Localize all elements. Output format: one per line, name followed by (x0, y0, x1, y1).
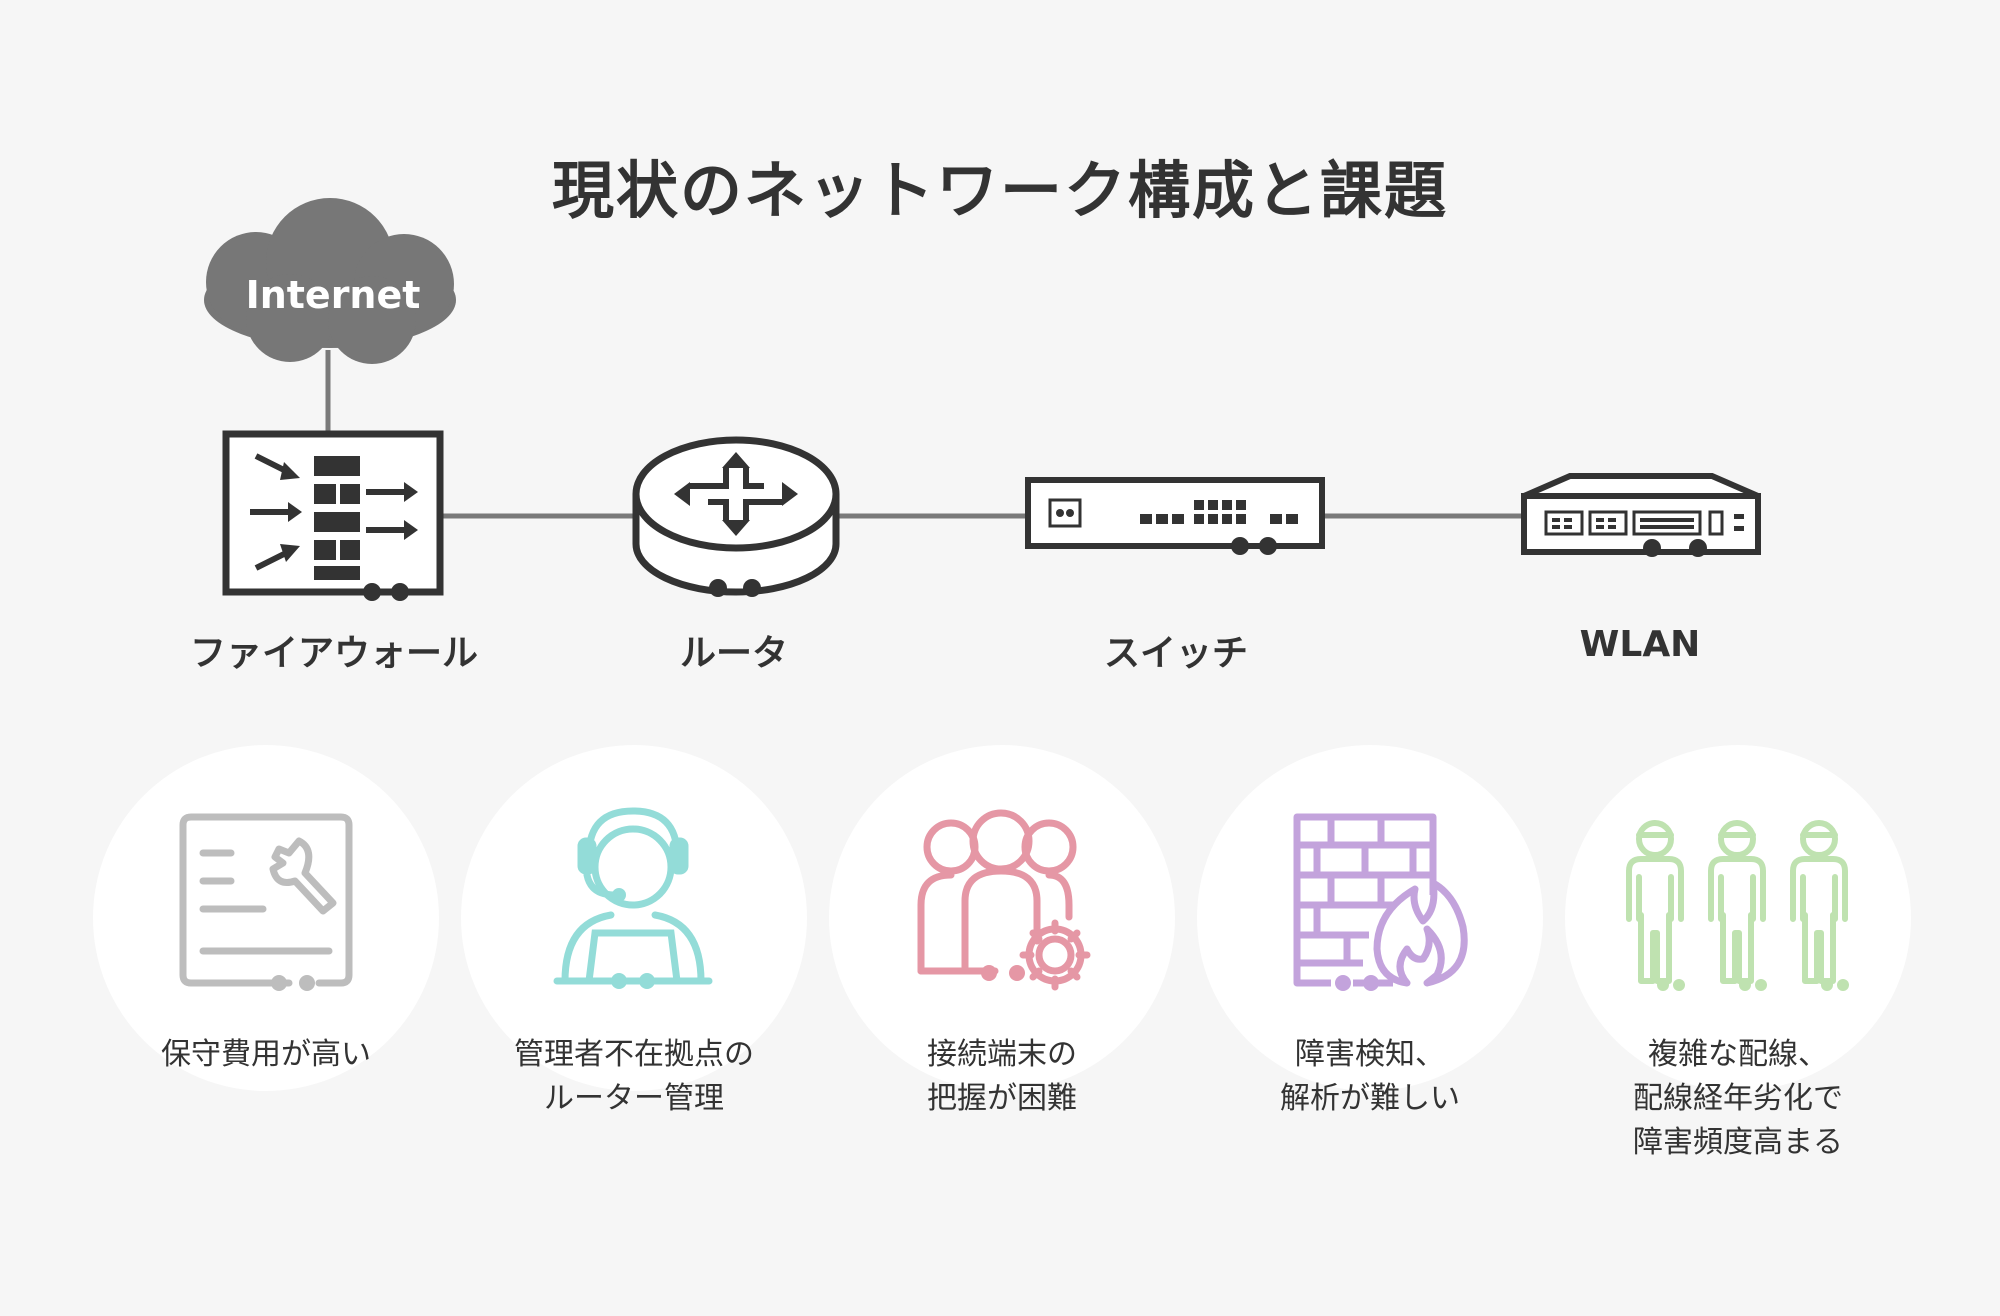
workers-icon (1626, 820, 1849, 991)
maintenance-tool-icon (179, 813, 353, 991)
device-label-router: ルータ (679, 633, 788, 674)
issue-label-maintenance: 保守費用が高い (161, 1037, 371, 1072)
connection-lines (325, 350, 1522, 519)
device-label-switch: スイッチ (1103, 633, 1248, 674)
cloud-label: Internet (246, 273, 421, 317)
worker-icon-3 (1790, 820, 1848, 984)
switch-icon (1025, 477, 1325, 555)
page-title: 現状のネットワーク構成と課題 (551, 154, 1448, 227)
issue-label-remote-router: 管理者不在拠点の ルーター管理 (514, 1037, 754, 1116)
operator-headset-icon (553, 807, 713, 989)
firewall-icon (222, 430, 444, 601)
worker-icon-1 (1626, 820, 1684, 984)
users-gear-icon (917, 809, 1091, 991)
device-label-wlan: WLAN (1579, 624, 1701, 665)
wlan-icon (1521, 473, 1761, 557)
issue-circle-remote-router (461, 745, 807, 1091)
issue-circle-maintenance (93, 745, 439, 1091)
router-icon (632, 436, 840, 597)
issue-label-fault-detection: 障害検知、 解析が難しい (1280, 1037, 1460, 1116)
firewall-fire-icon (1293, 813, 1468, 991)
internet-cloud-icon (204, 198, 456, 364)
issue-circle-wiring (1565, 745, 1911, 1091)
worker-icon-2 (1708, 820, 1766, 984)
network-diagram: Internet (204, 198, 1761, 601)
device-label-firewall: ファイアウォール (189, 633, 478, 674)
issue-circle-devices (829, 745, 1175, 1091)
issue-label-devices: 接続端末の 把握が困難 (927, 1037, 1077, 1116)
issue-circle-fault-detection (1197, 745, 1543, 1091)
issue-label-wiring: 複雑な配線、 配線経年劣化で 障害頻度高まる (1633, 1037, 1843, 1160)
